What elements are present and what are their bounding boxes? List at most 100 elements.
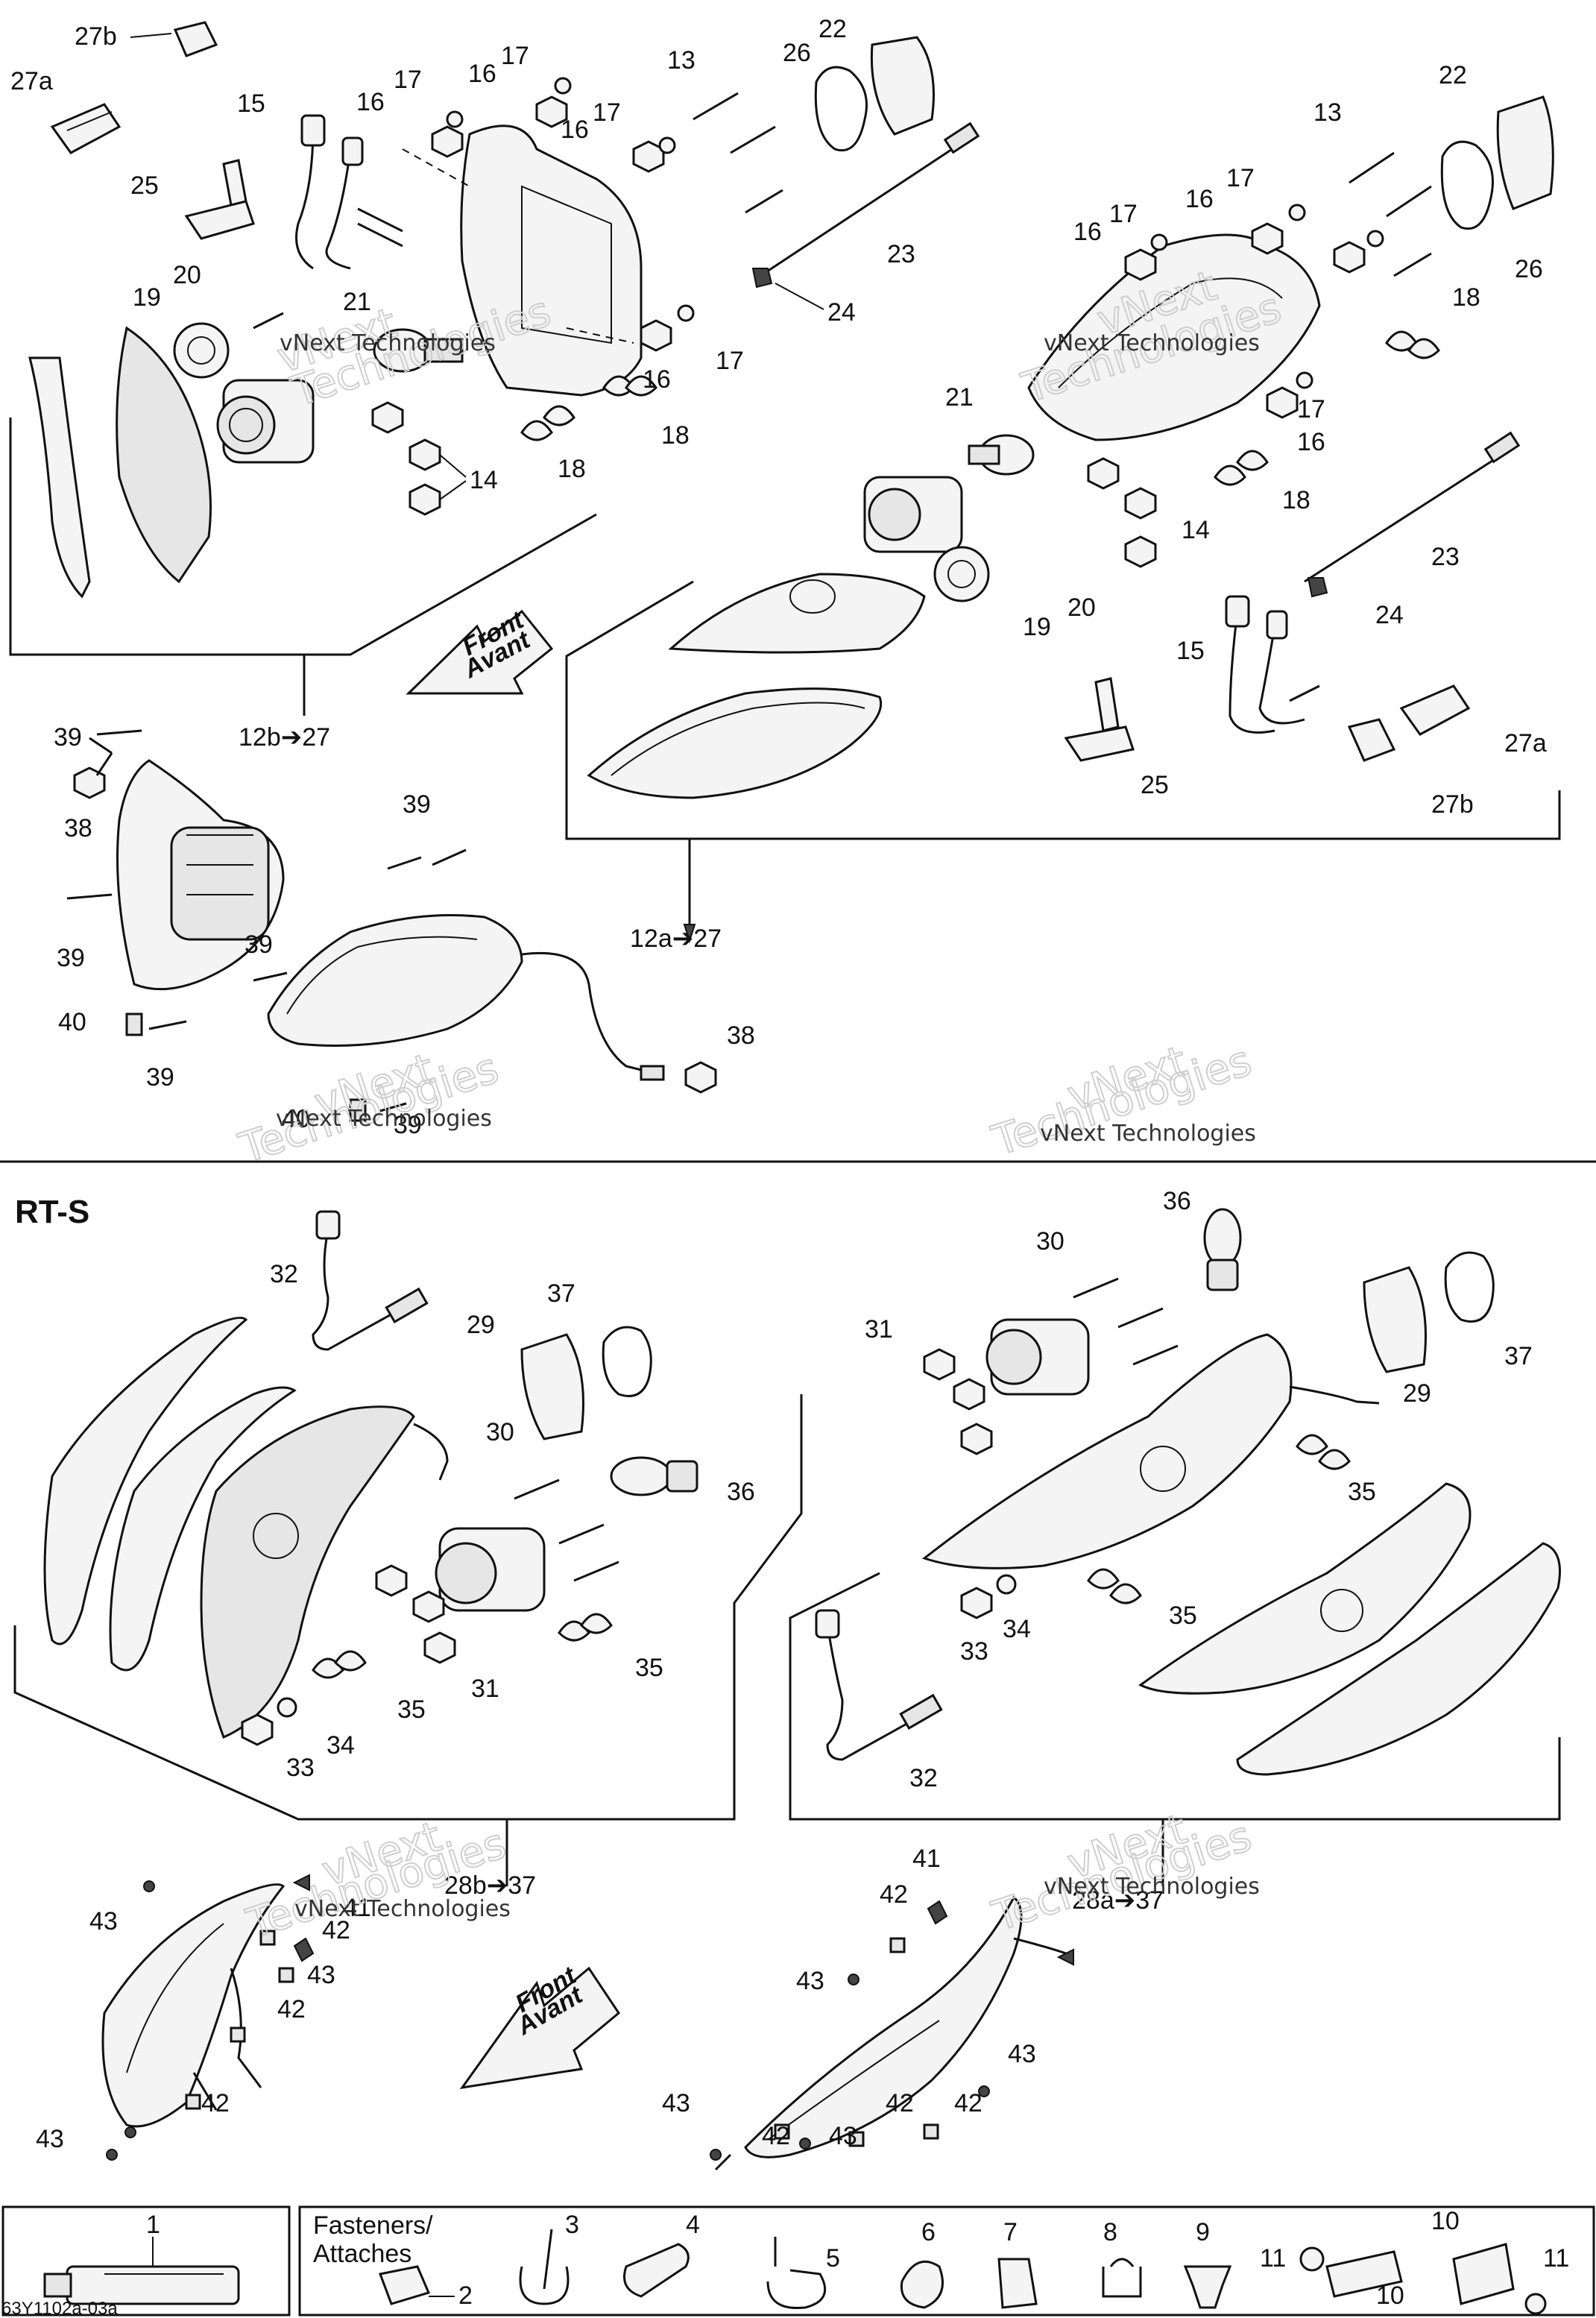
callout-22-tr: 22 xyxy=(1439,61,1467,89)
callout-17-tl-b: 17 xyxy=(501,42,529,70)
top-left-group-bracket xyxy=(9,418,597,656)
bulb-socket-19-top-right xyxy=(933,546,990,602)
bulb-36-left xyxy=(610,1456,698,1496)
callout-14-tr: 14 xyxy=(1182,516,1210,544)
callout-42-l-b: 42 xyxy=(277,1995,306,2023)
cover-22-top-left xyxy=(870,36,935,136)
callout-41-r: 41 xyxy=(912,1845,941,1873)
connector-27a-top-left xyxy=(50,103,122,154)
callout-17-tr-a: 17 xyxy=(1226,164,1255,192)
wire-harness-15-top-right xyxy=(1228,611,1320,734)
callout-22-tl: 22 xyxy=(818,15,847,43)
callout-14-tl: 14 xyxy=(470,466,498,494)
callout-8: 8 xyxy=(1103,2218,1117,2246)
watermark-4: vNext Technologies xyxy=(1040,1121,1256,1147)
callout-20-tr: 20 xyxy=(1067,593,1096,622)
callout-17-tr-b: 17 xyxy=(1109,200,1138,228)
rts-right-lens xyxy=(1236,1542,1561,1776)
callout-43-l-b: 43 xyxy=(307,1961,335,1989)
screws-13-top-right xyxy=(1349,151,1432,277)
clip-6 xyxy=(900,2260,944,2309)
rts-left-lens xyxy=(43,1317,248,1645)
callout-7: 7 xyxy=(1003,2218,1018,2246)
gasket-37-left xyxy=(602,1326,652,1397)
callout-17-tl-a: 17 xyxy=(394,66,422,94)
callout-17-tl-d: 17 xyxy=(716,347,744,375)
clip-24-top-right xyxy=(1307,577,1328,598)
callout-30-l: 30 xyxy=(486,1418,514,1446)
screws-13-top xyxy=(693,92,783,214)
callout-labels: 27b 27a 15 25 20 19 21 17 16 16 17 17 16… xyxy=(10,15,1569,2310)
fasteners-top-left xyxy=(253,77,695,516)
callout-38-a: 38 xyxy=(64,814,92,843)
clip-7 xyxy=(997,2258,1038,2309)
cover-29-right xyxy=(1363,1266,1427,1373)
connector-27b-top-right xyxy=(1347,718,1396,762)
callout-19-tr: 19 xyxy=(1023,613,1051,641)
bracket-25-top-left xyxy=(184,159,255,240)
connector-27b-top-left xyxy=(173,21,218,57)
nut-33-right xyxy=(960,1587,993,1619)
sleeve-4 xyxy=(623,2243,690,2298)
callout-24-tl: 24 xyxy=(827,298,856,327)
bracket-10-a xyxy=(1325,2250,1403,2298)
callout-12b: 12b➔27 xyxy=(239,723,330,752)
fasteners-41-42-43 xyxy=(106,1880,990,2171)
callout-25: 25 xyxy=(130,171,159,200)
callout-39-c: 39 xyxy=(57,944,85,972)
bulb-socket-19 xyxy=(173,322,230,379)
callout-13-tl: 13 xyxy=(667,46,696,75)
callout-16-tl-b: 16 xyxy=(468,60,496,88)
clips-18-top-right xyxy=(1214,330,1440,486)
callout-4: 4 xyxy=(686,2211,700,2239)
assembled-headlight-12b xyxy=(116,759,285,991)
fasteners-top-right xyxy=(1087,204,1384,568)
callout-40-a: 40 xyxy=(58,1008,86,1036)
callout-34-l: 34 xyxy=(327,1731,355,1760)
kit-box-1 xyxy=(1,2205,291,2317)
clamp-5 xyxy=(766,2237,827,2310)
callout-18-tr-a: 18 xyxy=(1452,283,1480,312)
callout-11-a: 11 xyxy=(1260,2244,1286,2273)
callout-42-r-b: 42 xyxy=(886,2089,914,2117)
callout-35-l-b: 35 xyxy=(397,1695,426,1724)
callout-2: 2 xyxy=(458,2281,473,2310)
watermark-2: vNext Technologies xyxy=(1044,330,1260,356)
callout-9: 9 xyxy=(1196,2218,1210,2246)
clip-34-right xyxy=(996,1574,1017,1595)
callout-16-tr-b: 16 xyxy=(1073,218,1102,246)
callout-43-r-c: 43 xyxy=(662,2089,690,2117)
push-rivet-9 xyxy=(1183,2265,1232,2309)
top-right-headlight-parts xyxy=(587,95,1554,799)
callout-11-b: 11 xyxy=(1543,2244,1569,2273)
cover-22-top-right xyxy=(1496,95,1554,210)
callout-29-l: 29 xyxy=(467,1311,495,1339)
callout-5: 5 xyxy=(826,2244,840,2273)
callout-35-l-a: 35 xyxy=(635,1654,663,1682)
callout-16-tr-a: 16 xyxy=(1185,185,1214,213)
clip-24-top-left xyxy=(751,268,773,289)
callout-42-r-a: 42 xyxy=(880,1880,908,1909)
bracket-25-top-right xyxy=(1064,677,1135,762)
assembled-headlight-12a xyxy=(267,914,665,1081)
callout-1: 1 xyxy=(146,2211,160,2239)
callout-39-e: 39 xyxy=(146,1063,174,1092)
sealant-tube-1 xyxy=(43,2265,240,2305)
nut-11-a xyxy=(1299,2246,1325,2272)
adjuster-rod-23-top-left xyxy=(760,122,980,277)
connector-15b xyxy=(341,136,364,166)
rts-left-projector xyxy=(435,1527,546,1612)
top-left-headlight-parts xyxy=(28,21,980,599)
callout-23-tl: 23 xyxy=(887,240,915,268)
rts-left-bracket xyxy=(13,1394,803,1821)
callout-30-r: 30 xyxy=(1036,1227,1064,1256)
callout-16-tl-c: 16 xyxy=(561,116,589,144)
callout-10-a: 10 xyxy=(1431,2207,1460,2235)
callout-34-r: 34 xyxy=(1003,1615,1031,1643)
callout-42-l-c: 42 xyxy=(201,2089,230,2117)
watermark-1: vNext Technologies xyxy=(280,330,496,356)
rts-section: RT-S xyxy=(13,1194,1561,2171)
callout-36-r: 36 xyxy=(1163,1187,1191,1215)
callout-18-tr-b: 18 xyxy=(1282,486,1310,514)
fasteners-strip: Fasteners/ Attaches xyxy=(1,2205,1595,2317)
